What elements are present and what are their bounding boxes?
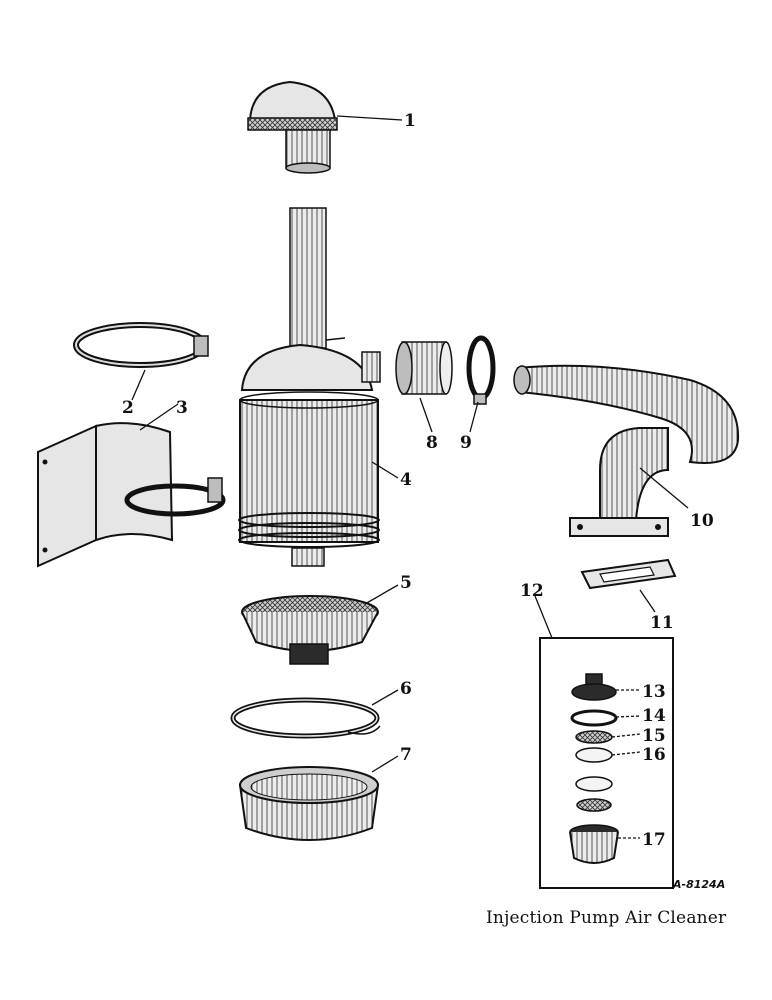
callout-16: 16	[642, 745, 666, 765]
part-10-elbow-pipe	[513, 364, 740, 537]
part-11-gasket	[580, 558, 677, 590]
part-17-cup	[569, 824, 619, 864]
callout-10: 10	[690, 511, 714, 531]
part-4-cleaner-body	[238, 207, 381, 567]
inset-box	[539, 637, 674, 889]
part-8-hose-connector	[395, 341, 453, 395]
drawing-code: A-8124A	[672, 878, 725, 891]
part-14-washer	[570, 709, 618, 727]
callout-17: 17	[642, 830, 666, 850]
part-6-band-clamp	[230, 697, 381, 739]
callout-8: 8	[426, 433, 438, 453]
part-2-clamp-band	[73, 322, 209, 368]
part-16-element	[575, 747, 613, 812]
callout-12: 12	[520, 581, 544, 601]
part-15-screen	[575, 730, 613, 744]
callout-9: 9	[460, 433, 472, 453]
part-9-hose-clamp	[466, 335, 496, 405]
part-13-plug	[571, 673, 617, 701]
callout-1: 1	[404, 111, 416, 131]
callout-14: 14	[642, 706, 666, 726]
part-3-mounting-bracket	[37, 422, 226, 568]
callout-3: 3	[176, 398, 188, 418]
figure-caption: Injection Pump Air Cleaner	[486, 908, 727, 928]
callout-11: 11	[650, 613, 674, 633]
part-5-base-assembly	[241, 595, 379, 665]
callout-5: 5	[400, 573, 412, 593]
callout-4: 4	[400, 470, 412, 490]
callout-7: 7	[400, 745, 412, 765]
callout-6: 6	[400, 679, 412, 699]
callout-2: 2	[122, 398, 134, 418]
callout-13: 13	[642, 682, 666, 702]
part-1-breather-cap	[247, 80, 338, 174]
leader-lines	[131, 115, 689, 839]
callout-15: 15	[642, 726, 666, 746]
part-7-oil-cup	[238, 766, 380, 841]
